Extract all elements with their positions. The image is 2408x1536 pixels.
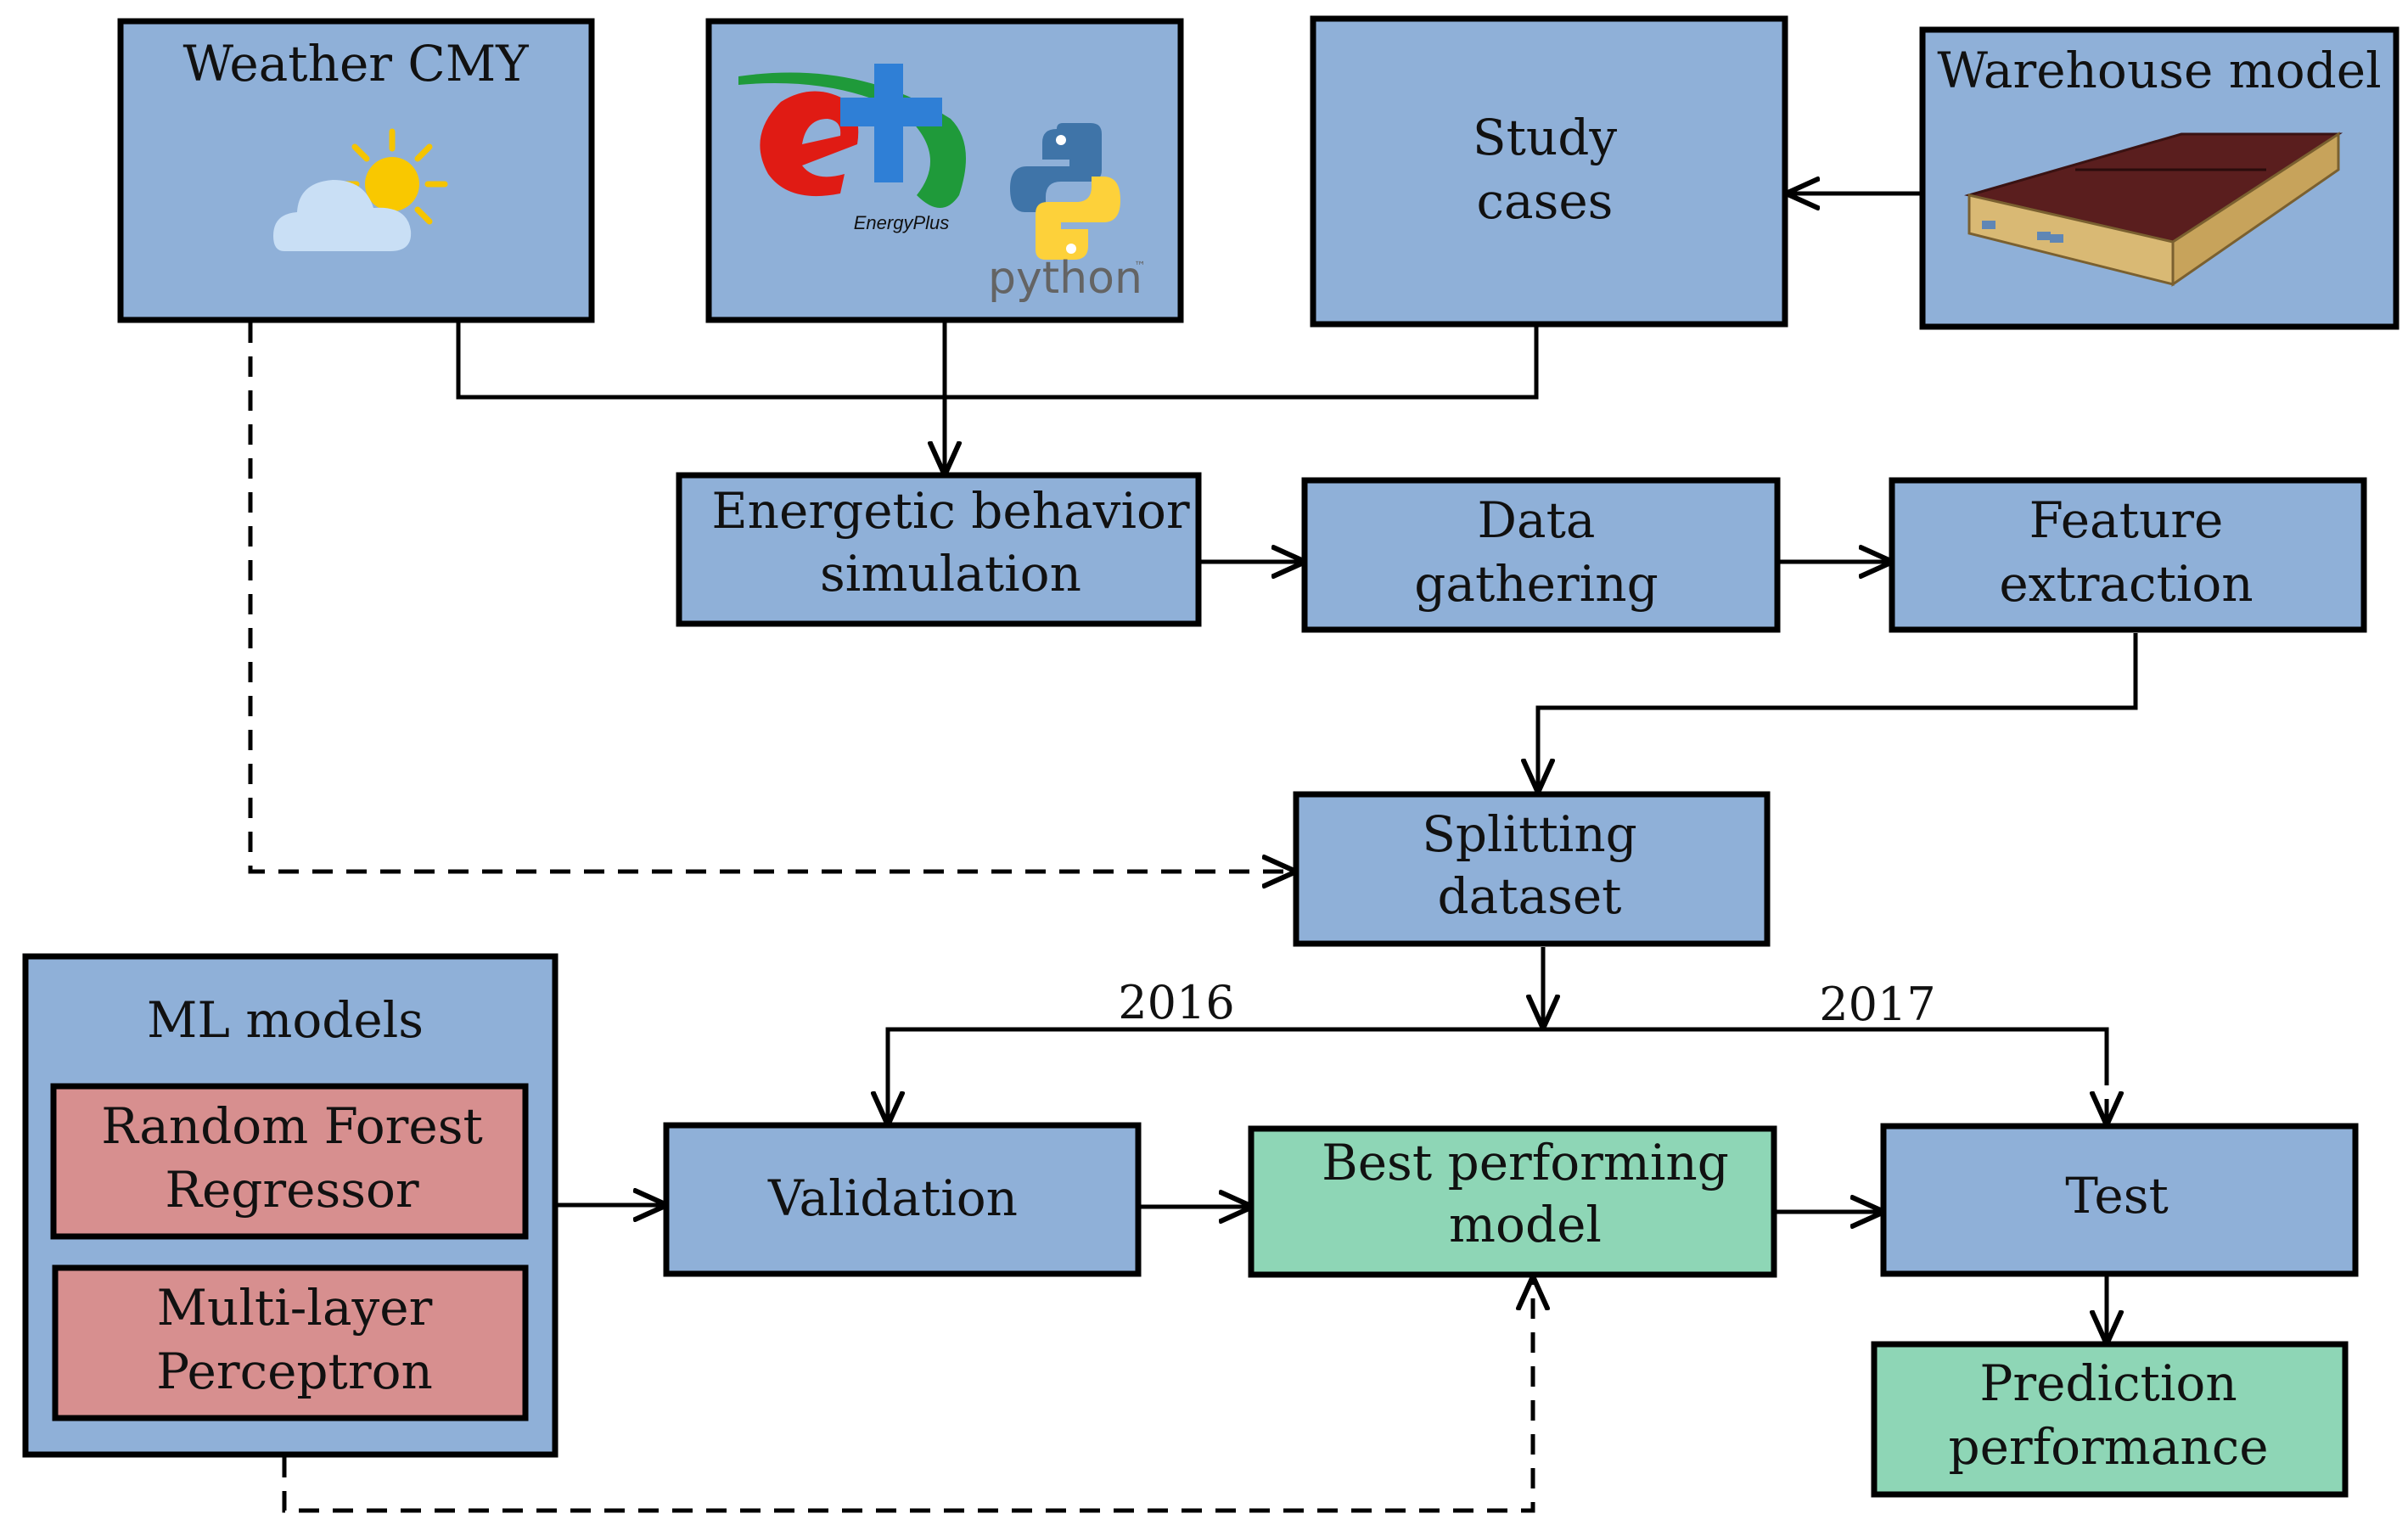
- svg-text:Perceptron: Perceptron: [156, 1343, 433, 1400]
- node-test: Test: [1880, 1123, 2359, 1277]
- node-warehouse: Warehouse model: [1919, 26, 2400, 330]
- svg-text:model: model: [1449, 1196, 1602, 1253]
- node-study-cases: Study cases: [1310, 15, 1788, 328]
- warehouse-3d-model: [1964, 132, 2343, 287]
- study-cases-line2: cases: [1477, 172, 1614, 230]
- edge-branch-to-test: [1543, 1027, 2109, 1065]
- svg-text:dataset: dataset: [1438, 867, 1622, 925]
- edge-weather-to-splitting-dashed: [248, 322, 1293, 872]
- node-ml-models: ML models Random Forest Regressor Multi-…: [22, 953, 558, 1458]
- svg-text:performance: performance: [1948, 1418, 2268, 1476]
- svg-text:Prediction: Prediction: [1979, 1354, 2237, 1412]
- node-weather: Weather CMY: [117, 18, 595, 323]
- ml-model-mlp: Multi-layer Perceptron: [52, 1264, 529, 1421]
- energyplus-logo: EnergyPlus: [738, 64, 966, 233]
- sun-cloud-icon: [273, 128, 448, 251]
- svg-text:Test: Test: [2065, 1167, 2169, 1225]
- edge-weather-to-merge: [456, 322, 1539, 400]
- warehouse-label: Warehouse model: [1937, 42, 2381, 99]
- svg-text:Energetic behavior: Energetic behavior: [711, 482, 1190, 540]
- node-splitting: Splitting dataset: [1293, 791, 1771, 947]
- svg-text:EnergyPlus: EnergyPlus: [854, 212, 950, 233]
- node-software: EnergyPlus python ™: [705, 18, 1184, 323]
- svg-text:Feature: Feature: [2029, 491, 2224, 549]
- node-prediction: Prediction performance: [1871, 1341, 2349, 1498]
- node-energetic: Energetic behavior simulation: [676, 472, 1202, 627]
- node-feature-extraction: Feature extraction: [1889, 477, 2367, 633]
- edge-feature-to-splitting: [1538, 633, 2138, 789]
- edge-label-2017: 2017: [1819, 978, 1935, 1031]
- python-logo: python ™: [988, 123, 1146, 304]
- edge-label-2016: 2016: [1118, 976, 1234, 1029]
- svg-text:Regressor: Regressor: [165, 1161, 419, 1219]
- weather-label: Weather CMY: [183, 35, 530, 92]
- svg-text:Validation: Validation: [767, 1169, 1018, 1227]
- node-best-model: Best performing model: [1248, 1125, 1777, 1278]
- svg-text:Splitting: Splitting: [1422, 805, 1637, 863]
- svg-text:Multi-layer: Multi-layer: [157, 1279, 433, 1337]
- ml-model-random-forest: Random Forest Regressor: [50, 1083, 529, 1240]
- node-data-gathering: Data gathering: [1301, 477, 1781, 633]
- connectors: [248, 193, 2138, 1513]
- ml-models-label: ML models: [147, 991, 424, 1049]
- svg-text:gathering: gathering: [1414, 555, 1658, 613]
- edge-branch-to-validation: [888, 1027, 1543, 1122]
- svg-text:Best performing: Best performing: [1322, 1134, 1729, 1191]
- study-cases-line1: Study: [1473, 109, 1618, 166]
- svg-text:python: python: [988, 253, 1142, 304]
- svg-text:simulation: simulation: [820, 545, 1081, 603]
- node-validation: Validation: [663, 1122, 1142, 1277]
- svg-text:Random Forest: Random Forest: [101, 1097, 483, 1155]
- svg-text:Data: Data: [1478, 491, 1596, 549]
- svg-text:™: ™: [1134, 260, 1146, 273]
- svg-text:extraction: extraction: [1999, 555, 2253, 613]
